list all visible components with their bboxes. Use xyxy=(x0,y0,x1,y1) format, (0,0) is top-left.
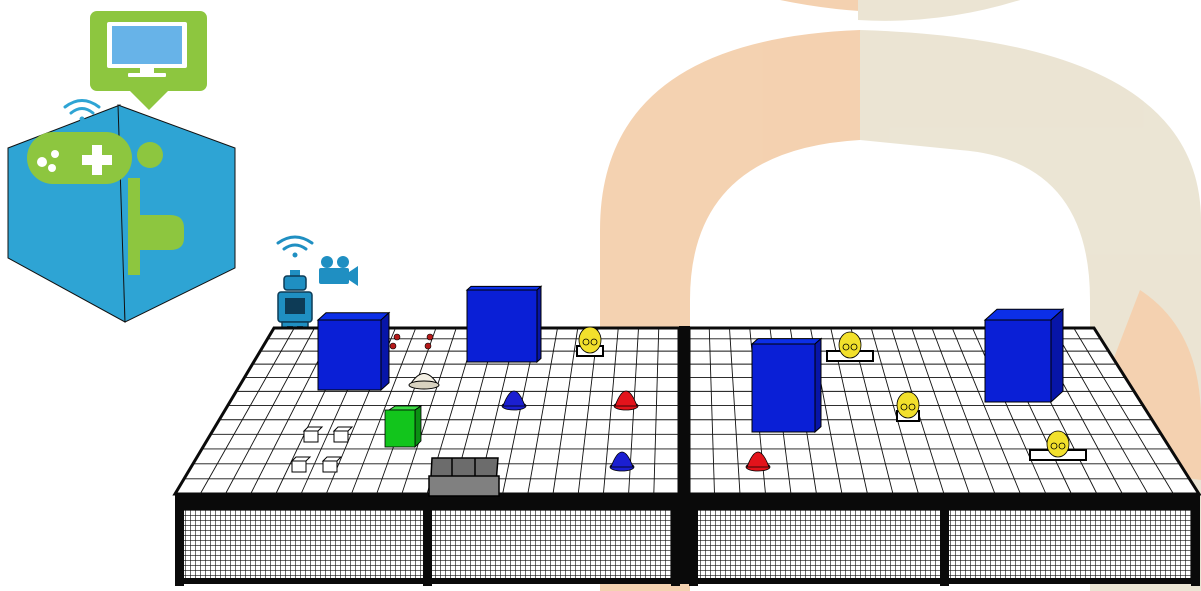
block-front xyxy=(334,431,348,442)
table-leg xyxy=(423,494,432,586)
block-front xyxy=(292,461,306,472)
table-divider xyxy=(679,326,690,584)
blue-box-tall xyxy=(467,286,541,362)
blue-box-right-table-right xyxy=(985,309,1063,402)
blue-box-large xyxy=(318,313,389,390)
table-leg xyxy=(175,494,184,586)
wifi-icon xyxy=(278,237,312,258)
video-camera-icon xyxy=(319,256,358,286)
bell-base xyxy=(409,381,439,389)
victim-head xyxy=(839,332,861,358)
grey-tray xyxy=(429,458,499,496)
block-top xyxy=(334,427,352,431)
block-top xyxy=(323,457,341,461)
box-top xyxy=(467,286,541,290)
box-side xyxy=(537,286,541,362)
green-cube xyxy=(385,406,421,447)
box-top xyxy=(985,309,1063,320)
red-marker xyxy=(390,343,396,349)
box-top xyxy=(318,313,389,320)
yellow-victim xyxy=(897,392,919,421)
left-arena-table-frame xyxy=(175,494,680,586)
cube-side xyxy=(415,406,421,447)
box-side xyxy=(381,313,389,390)
table-leg xyxy=(940,494,949,586)
box-front xyxy=(467,290,537,362)
box-front xyxy=(752,344,815,432)
victim-head xyxy=(579,327,601,353)
left-arena-table xyxy=(175,328,680,586)
right-arena-table-frame xyxy=(689,494,1200,586)
cube-front xyxy=(385,410,415,447)
block-front xyxy=(304,431,318,442)
box-side xyxy=(1051,309,1063,402)
box-front xyxy=(318,320,381,390)
red-marker xyxy=(427,334,433,340)
blue-box-right-table-left xyxy=(752,339,821,432)
box-top xyxy=(752,339,821,344)
block-top xyxy=(292,457,310,461)
table-leg xyxy=(1191,494,1200,586)
monitor-icon xyxy=(90,11,207,110)
box-side xyxy=(815,339,821,432)
tray-front xyxy=(429,476,499,496)
gamepad-icon xyxy=(27,132,132,184)
victim-head xyxy=(1047,431,1069,457)
table-leg xyxy=(671,494,680,586)
box-front xyxy=(985,320,1051,402)
block-top xyxy=(304,427,322,431)
table-leg xyxy=(689,494,698,586)
operator-station xyxy=(8,11,235,322)
victim-head xyxy=(897,392,919,418)
red-marker xyxy=(394,334,400,340)
block-front xyxy=(323,461,337,472)
red-marker xyxy=(425,343,431,349)
